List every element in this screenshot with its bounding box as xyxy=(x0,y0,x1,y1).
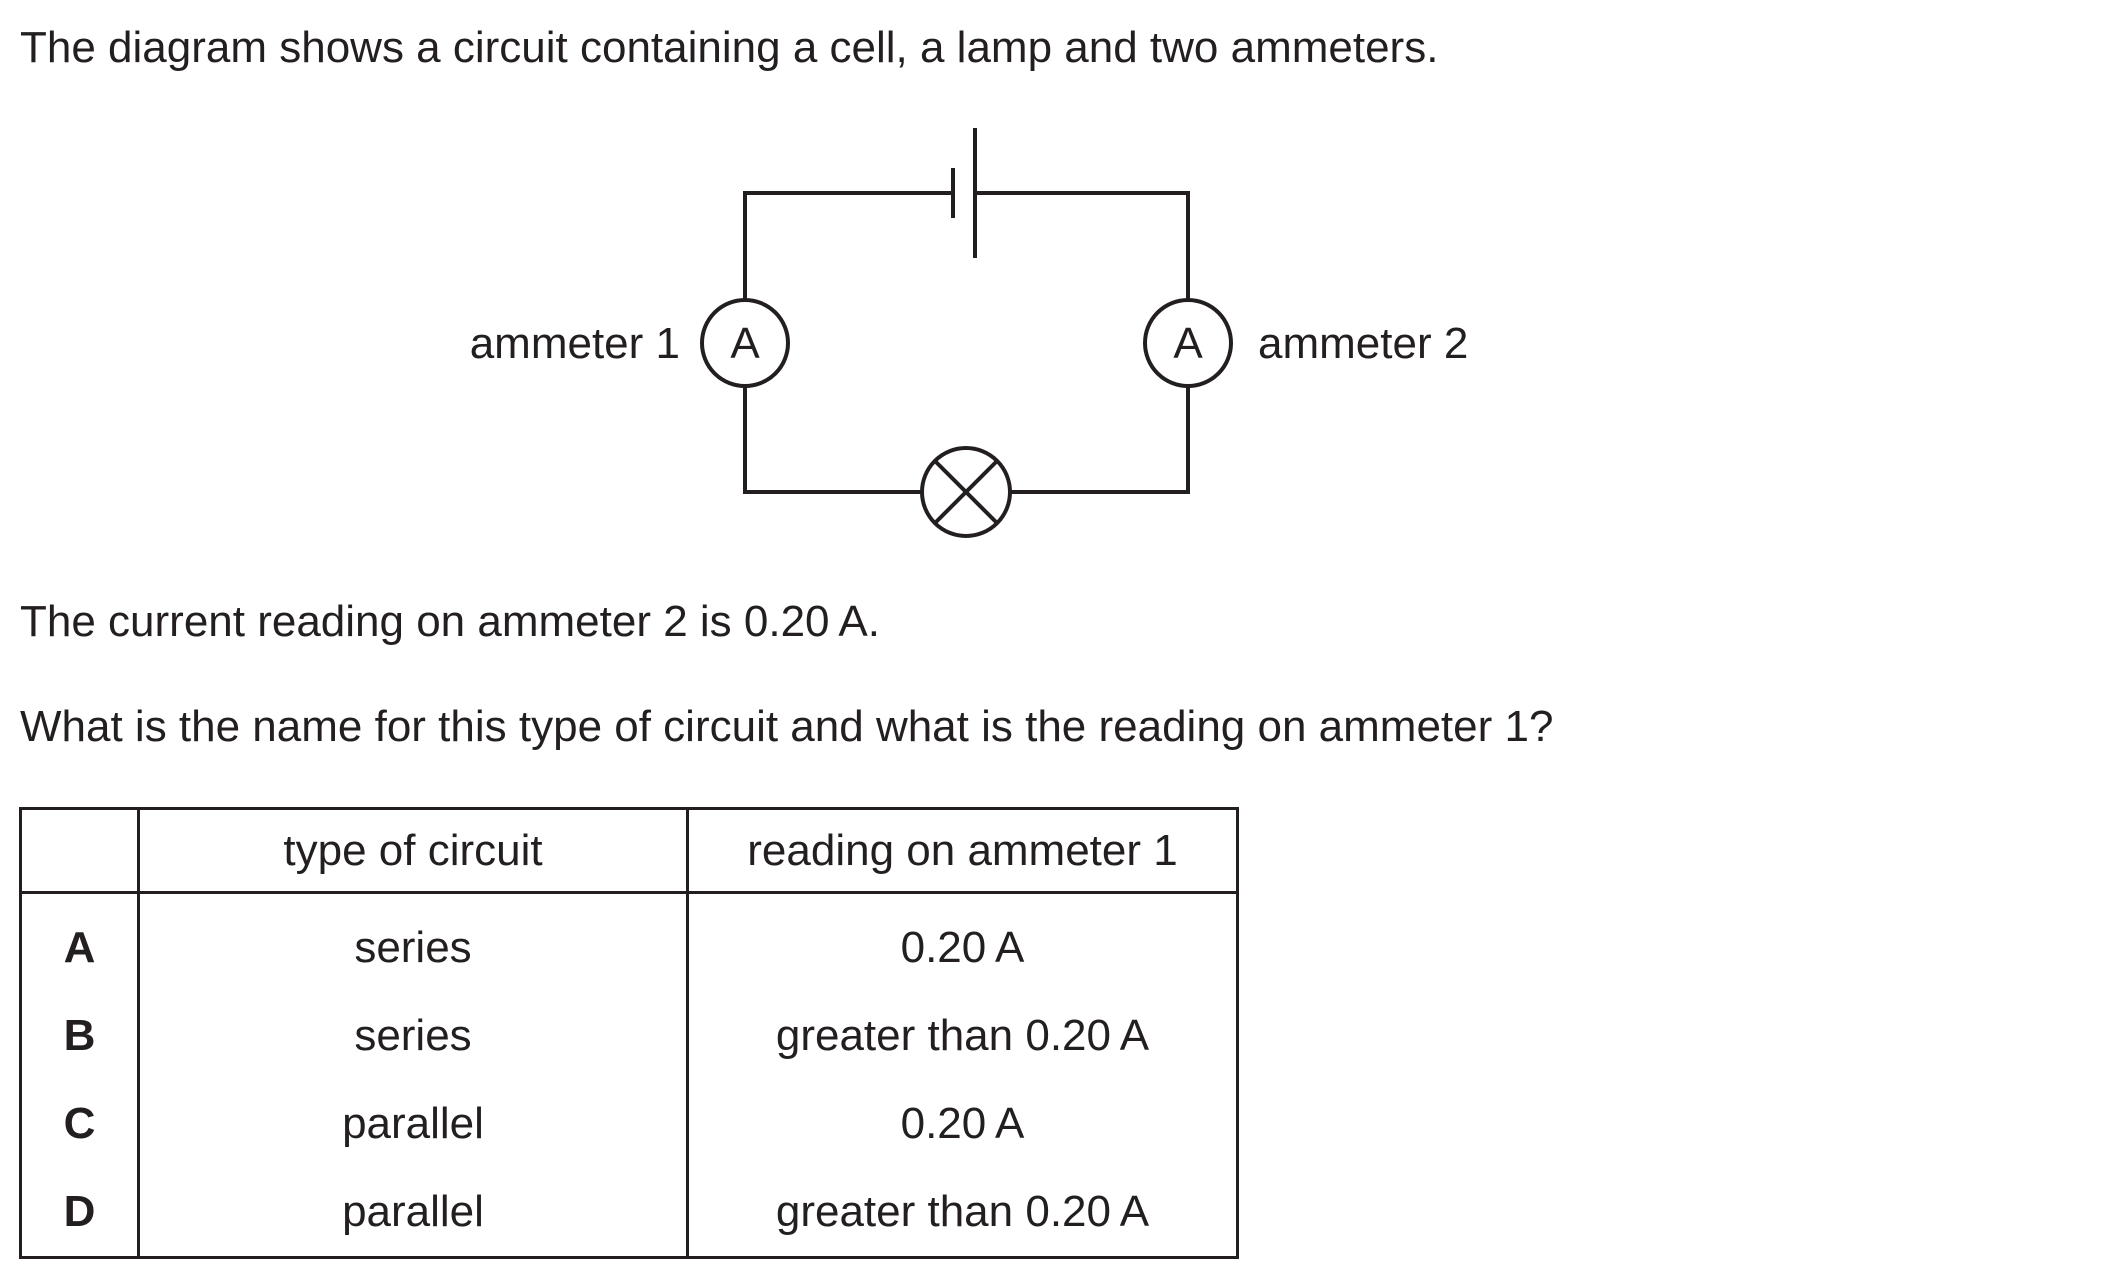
option-letter: A xyxy=(19,892,140,992)
option-letter: C xyxy=(19,1080,140,1168)
ammeter-1-label: ammeter 1 xyxy=(470,319,680,368)
table-header-row: type of circuit reading on ammeter 1 xyxy=(19,807,1239,894)
option-row-b: B series greater than 0.20 A xyxy=(19,992,1239,1080)
question-prompt: What is the name for this type of circui… xyxy=(20,702,1554,751)
circuit-diagram: A ammeter 1 A ammeter 2 xyxy=(470,128,1468,538)
ammeter-1-icon: A xyxy=(700,298,790,388)
header-type-of-circuit: type of circuit xyxy=(137,807,689,894)
answer-table: type of circuit reading on ammeter 1 A s… xyxy=(19,807,1239,1259)
header-letter xyxy=(19,807,140,894)
ammeter-1-symbol: A xyxy=(730,319,760,368)
option-row-a: A series 0.20 A xyxy=(19,892,1239,992)
option-row-d: D parallel greater than 0.20 A xyxy=(19,1168,1239,1259)
question-statement: The current reading on ammeter 2 is 0.20… xyxy=(20,597,880,646)
option-reading: 0.20 A xyxy=(686,1080,1239,1168)
option-type: parallel xyxy=(137,1080,689,1168)
ammeter-2-symbol: A xyxy=(1173,319,1203,368)
option-type: series xyxy=(137,992,689,1080)
option-type: parallel xyxy=(137,1168,689,1259)
option-reading: 0.20 A xyxy=(686,892,1239,992)
option-reading: greater than 0.20 A xyxy=(686,1168,1239,1259)
lamp-icon xyxy=(920,446,1012,538)
header-reading: reading on ammeter 1 xyxy=(686,807,1239,894)
ammeter-2-label: ammeter 2 xyxy=(1258,319,1468,368)
option-letter: D xyxy=(19,1168,140,1259)
question-intro: The diagram shows a circuit containing a… xyxy=(20,23,1439,72)
ammeter-2-icon: A xyxy=(1143,298,1233,388)
cell-icon xyxy=(951,128,977,258)
option-row-c: C parallel 0.20 A xyxy=(19,1080,1239,1168)
option-type: series xyxy=(137,892,689,992)
option-letter: B xyxy=(19,992,140,1080)
option-reading: greater than 0.20 A xyxy=(686,992,1239,1080)
